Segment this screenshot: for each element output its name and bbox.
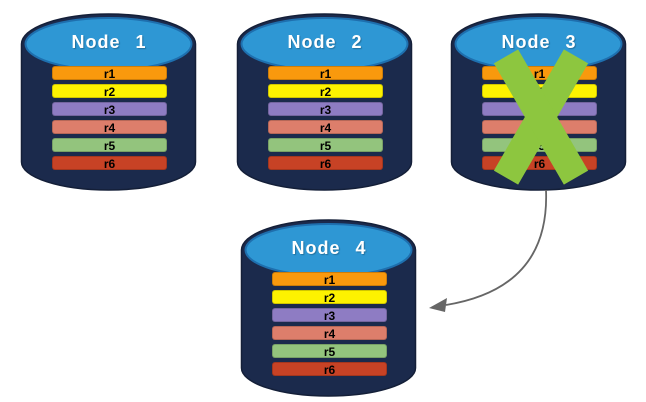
replica-bar: r2 xyxy=(272,290,387,305)
cylinder-top xyxy=(241,18,408,70)
replica-bar: r1 xyxy=(272,272,387,287)
failure-x-icon xyxy=(493,49,589,185)
node-title: Node 3 xyxy=(501,32,577,52)
cylinder-top xyxy=(25,18,192,70)
node-title: Node 1 xyxy=(71,32,147,52)
cylinder-top xyxy=(455,18,622,70)
node-title: Node 2 xyxy=(287,32,363,52)
replica-bar: r3 xyxy=(268,102,383,117)
node-3: Node 3 r1 r2 r3 r4 r5 r6 xyxy=(450,10,628,195)
replica-bar: r1 xyxy=(268,66,383,81)
x-stroke xyxy=(493,49,589,185)
replica-bar: r6 xyxy=(268,156,383,171)
replica-bar: r4 xyxy=(272,326,387,341)
cylinder-outline xyxy=(20,13,197,191)
replica-list: r1 r2 r3 r4 r5 r6 xyxy=(52,66,167,174)
replica-bar: r5 xyxy=(272,344,387,359)
replica-bar: r3 xyxy=(272,308,387,323)
replica-bar: r2 xyxy=(268,84,383,99)
replica-bar: r5 xyxy=(268,138,383,153)
replica-bar: r4 xyxy=(52,120,167,135)
cylinder-outline xyxy=(236,13,413,191)
cylinder-outline xyxy=(450,13,627,191)
replica-bar: r5 xyxy=(52,138,167,153)
replica-bar: r3 xyxy=(52,102,167,117)
arrow-curve xyxy=(445,189,547,306)
replica-bar: r2 xyxy=(52,84,167,99)
node-1: Node 1 r1 r2 r3 r4 r5 r6 xyxy=(20,10,198,195)
replica-list: r1 r2 r3 r4 r5 r6 xyxy=(272,272,387,380)
node-2: Node 2 r1 r2 r3 r4 r5 r6 xyxy=(236,10,414,195)
node-title: Node 4 xyxy=(291,238,367,258)
arrow-head-icon xyxy=(429,298,447,312)
cylinder-top xyxy=(245,224,412,276)
replica-bar: r1 xyxy=(52,66,167,81)
replica-bar: r6 xyxy=(272,362,387,377)
node-4: Node 4 r1 r2 r3 r4 r5 r6 xyxy=(240,216,418,401)
replica-bar: r4 xyxy=(268,120,383,135)
replica-list: r1 r2 r3 r4 r5 r6 xyxy=(268,66,383,174)
cylinder-outline xyxy=(240,219,417,397)
replica-bar: r6 xyxy=(52,156,167,171)
